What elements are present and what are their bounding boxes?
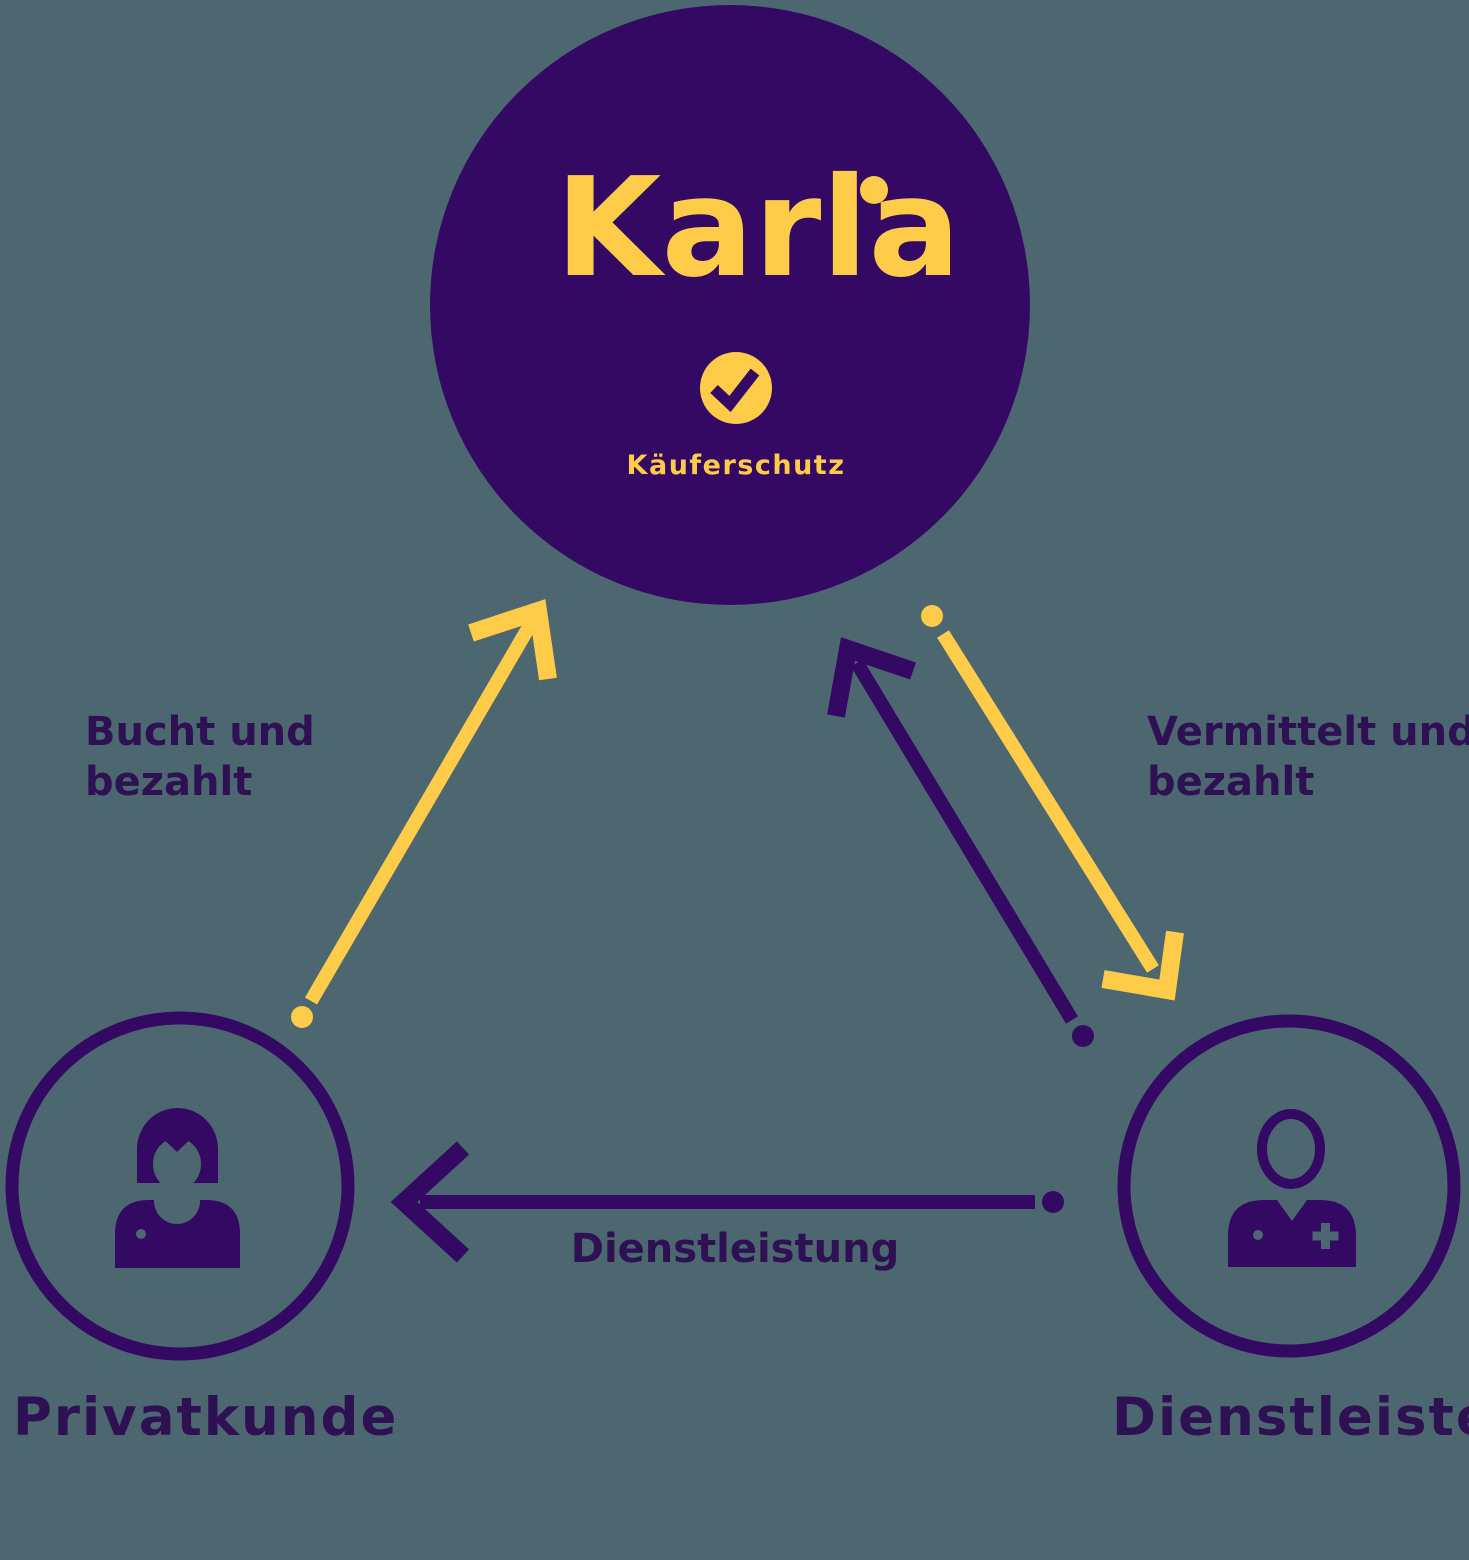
arrow-shaft xyxy=(304,616,540,1005)
fringe-shape xyxy=(151,1127,203,1152)
privatkunde-circle xyxy=(5,1011,355,1361)
arrow-head xyxy=(827,637,916,718)
body-shape xyxy=(1228,1200,1356,1267)
dienstleister-circle xyxy=(1117,1014,1461,1358)
arrow-shaft xyxy=(937,630,1159,973)
arrow-head xyxy=(1101,930,1184,1001)
privatkunde-label: Privatkunde xyxy=(13,1387,399,1448)
head-outline xyxy=(1257,1109,1325,1189)
face-shape xyxy=(153,1138,201,1190)
check-icon xyxy=(710,368,760,413)
kaeuferschutz-label: Käuferschutz xyxy=(626,450,846,481)
edge-label-vermittelt-und-bezahlt: Vermittelt und bezahlt xyxy=(1147,709,1469,805)
woman-user-icon xyxy=(115,1108,240,1268)
dienstleister-label: Dienstleister xyxy=(1112,1387,1469,1448)
body-shape xyxy=(115,1200,240,1268)
arrow-tail-dot xyxy=(1072,1025,1094,1047)
arrow-tail-dot xyxy=(921,605,943,627)
karla-wordmark: Karla xyxy=(555,149,961,308)
arrow-head xyxy=(390,1141,470,1263)
arrow-tail-dot xyxy=(291,1006,313,1028)
chest-dot xyxy=(1253,1230,1263,1240)
neckline-cutout xyxy=(154,1178,200,1224)
arrow-dienstleister-karla xyxy=(827,637,1094,1047)
arrow-head xyxy=(468,599,557,681)
edge-label-bucht-und-bezahlt: Bucht und bezahlt xyxy=(85,709,315,805)
arrow-shaft xyxy=(851,659,1078,1024)
buyer-protection-badge xyxy=(700,352,772,424)
arrow-tail-dot xyxy=(1042,1191,1064,1213)
arrow-dienstleistung xyxy=(390,1141,1064,1263)
arrow-bucht-und-bezahlt xyxy=(291,599,557,1028)
wordmark-dot xyxy=(860,176,888,204)
edge-label-dienstleistung: Dienstleistung xyxy=(570,1226,900,1272)
arrow-vermittelt-und-bezahlt xyxy=(921,605,1184,1001)
karla-hub-circle xyxy=(430,5,1030,605)
chest-dot xyxy=(136,1229,146,1239)
medical-cross-icon xyxy=(1312,1223,1339,1249)
medical-professional-icon xyxy=(1228,1109,1356,1267)
